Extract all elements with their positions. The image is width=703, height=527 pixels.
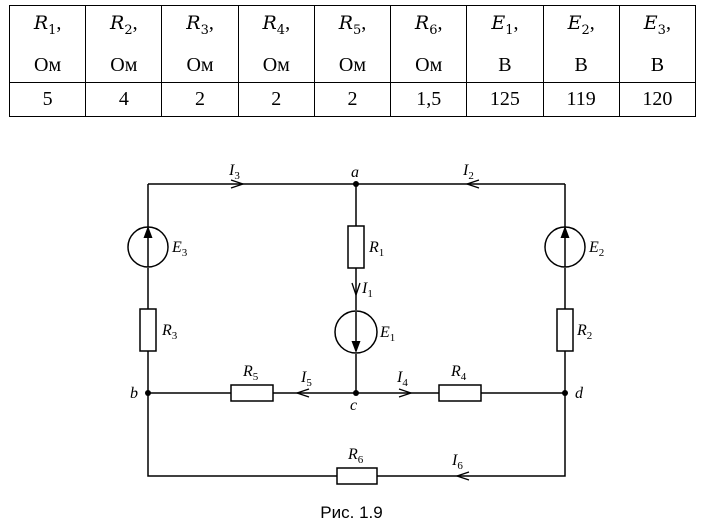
resistor-r4 (438, 384, 482, 402)
label-i3: I3 (228, 162, 240, 182)
source-e2-arrow (560, 226, 570, 238)
source-e1 (334, 310, 378, 354)
table-values-row: 5 4 2 2 2 1,5 125 119 120 (8, 81, 697, 117)
value-cell-e3: 120 (618, 81, 697, 117)
node-dot-d (562, 390, 568, 396)
label-r4: R4 (450, 363, 467, 383)
label-r3: R3 (161, 322, 178, 342)
label-e2: E2 (588, 239, 604, 259)
node-dot-b (145, 390, 151, 396)
label-i1: I1 (361, 280, 373, 300)
label-r5: R5 (242, 363, 259, 383)
value-cell-r2: 4 (85, 81, 163, 117)
node-label-a: a (351, 164, 359, 181)
header-cell-r4: R4,Ом (237, 5, 315, 83)
value-cell-r1: 5 (8, 81, 87, 117)
value-cell-e1: 125 (466, 81, 544, 117)
header-cell-r5: R5,Ом (313, 5, 392, 83)
label-i4: I4 (396, 369, 408, 389)
current-i2-arrow (464, 179, 480, 189)
figure-caption: Рис. 1.9 (320, 503, 383, 522)
label-i2: I2 (462, 162, 474, 182)
value-cell-r4: 2 (237, 81, 315, 117)
label-r6: R6 (347, 446, 364, 466)
value-cell-r3: 2 (161, 81, 239, 117)
source-e1-arrow (351, 341, 361, 353)
header-cell-r6: R6,Ом (390, 5, 468, 83)
resistor-r2 (556, 308, 574, 352)
value-cell-r6: 1,5 (390, 81, 468, 117)
value-cell-e2: 119 (542, 81, 620, 117)
node-label-c: c (350, 397, 357, 414)
source-e3-arrow (143, 226, 153, 238)
label-e3: E3 (171, 239, 188, 259)
header-cell-e2: E2,В (542, 5, 620, 83)
current-i5-arrow (294, 388, 310, 398)
header-cell-r2: R2,Ом (85, 5, 163, 83)
source-e2 (544, 226, 586, 268)
header-cell-e3: E3,В (618, 5, 697, 83)
current-i4-arrow (398, 388, 414, 398)
current-i1-arrow (351, 282, 361, 298)
node-label-d: d (575, 385, 584, 402)
wire-bottom-right (377, 393, 566, 477)
label-r1: R1 (368, 239, 384, 259)
value-cell-r5: 2 (313, 81, 392, 117)
node-label-b: b (130, 385, 138, 402)
current-i3-arrow (230, 179, 246, 189)
table-header-row: R1,Ом R2,Ом R3,Ом R4,Ом R5,Ом R6,Ом E1,В… (8, 5, 697, 83)
resistor-r6 (336, 467, 378, 485)
node-dot-c (353, 390, 359, 396)
parameters-table: R1,Ом R2,Ом R3,Ом R4,Ом R5,Ом R6,Ом E1,В… (8, 5, 697, 117)
node-dot-a (353, 181, 359, 187)
header-cell-r1: R1,Ом (8, 5, 87, 83)
label-i6: I6 (451, 452, 463, 472)
resistor-r5 (230, 384, 274, 402)
label-r2: R2 (576, 322, 592, 342)
label-e1: E1 (379, 324, 395, 344)
resistor-r3 (139, 308, 157, 352)
label-i5: I5 (300, 369, 312, 389)
current-i6-arrow (454, 471, 470, 481)
resistor-r1 (347, 225, 365, 269)
